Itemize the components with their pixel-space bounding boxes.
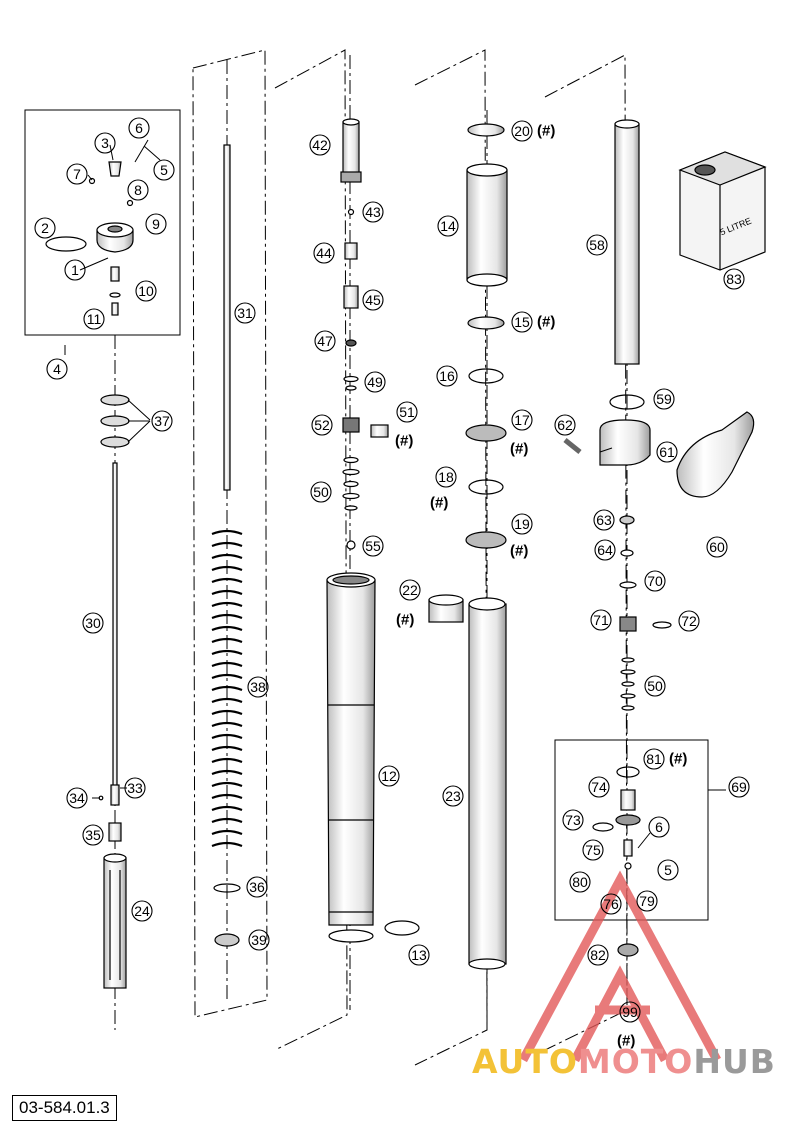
callout-11: 11 bbox=[87, 311, 102, 327]
parts bbox=[45, 118, 767, 989]
callout-80: 80 bbox=[572, 874, 588, 890]
callout-23: 23 bbox=[445, 788, 461, 804]
callout-52: 52 bbox=[314, 417, 330, 433]
callout-18: 18 bbox=[438, 469, 454, 485]
callout-33: 33 bbox=[127, 780, 143, 796]
callout-17: 17 bbox=[514, 412, 530, 428]
callout-16: 16 bbox=[439, 368, 455, 384]
hash-mark-51: (#) bbox=[395, 433, 413, 450]
callout-49: 49 bbox=[367, 374, 383, 390]
callout-8: 8 bbox=[134, 182, 142, 198]
callout-70: 70 bbox=[647, 573, 663, 589]
callout-75: 75 bbox=[585, 842, 601, 858]
callout-labels: 1 2 3 4 5 6 7 8 9 10 11 12 13 14 15 16 1… bbox=[41, 120, 747, 1020]
callout-64: 64 bbox=[597, 542, 613, 558]
callout-81: 81 bbox=[646, 751, 662, 767]
callout-51: 51 bbox=[399, 404, 415, 420]
watermark-part-1: AUTO bbox=[472, 1042, 578, 1081]
callout-35: 35 bbox=[85, 827, 101, 843]
callout-74: 74 bbox=[591, 779, 607, 795]
callout-50a: 50 bbox=[313, 484, 329, 500]
hash-mark-81: (#) bbox=[669, 751, 687, 768]
callout-44: 44 bbox=[316, 245, 332, 261]
callout-69: 69 bbox=[731, 779, 747, 795]
callout-59: 59 bbox=[656, 391, 672, 407]
callout-12: 12 bbox=[381, 768, 397, 784]
callout-22: 22 bbox=[402, 582, 418, 598]
hash-mark-19: (#) bbox=[510, 543, 528, 560]
hash-mark-20: (#) bbox=[537, 123, 555, 140]
callout-6: 6 bbox=[135, 120, 143, 136]
callout-79: 79 bbox=[639, 893, 655, 909]
callout-45: 45 bbox=[365, 292, 381, 308]
callout-7: 7 bbox=[73, 166, 81, 182]
callout-83: 83 bbox=[726, 271, 742, 287]
callout-24: 24 bbox=[134, 903, 150, 919]
callout-47: 47 bbox=[317, 333, 333, 349]
callout-63: 63 bbox=[596, 512, 612, 528]
callout-39: 39 bbox=[251, 932, 267, 948]
callout-58: 58 bbox=[589, 237, 605, 253]
callout-20: 20 bbox=[514, 123, 530, 139]
callout-71: 71 bbox=[593, 612, 609, 628]
hash-mark-15: (#) bbox=[537, 314, 555, 331]
callout-99: 99 bbox=[622, 1004, 638, 1020]
callout-82: 82 bbox=[590, 947, 606, 963]
callout-36: 36 bbox=[249, 879, 265, 895]
callout-38: 38 bbox=[250, 679, 266, 695]
callout-37: 37 bbox=[154, 413, 170, 429]
callout-76: 76 bbox=[603, 896, 619, 912]
callout-9: 9 bbox=[152, 216, 160, 232]
watermark-part-3: HUB bbox=[693, 1042, 776, 1081]
callout-50b: 50 bbox=[647, 678, 663, 694]
callout-1: 1 bbox=[71, 262, 79, 278]
callout-15: 15 bbox=[514, 314, 530, 330]
callout-31: 31 bbox=[237, 305, 253, 321]
callout-30: 30 bbox=[85, 615, 101, 631]
callout-3: 3 bbox=[101, 135, 109, 151]
callout-6b: 6 bbox=[655, 819, 663, 835]
callout-5: 5 bbox=[160, 162, 168, 178]
callout-2: 2 bbox=[41, 220, 49, 236]
hash-mark-17: (#) bbox=[510, 441, 528, 458]
watermark-logo bbox=[519, 870, 721, 1063]
watermark-text: AUTOMOTOHUB bbox=[472, 1042, 776, 1081]
callout-43: 43 bbox=[365, 204, 381, 220]
callout-circles bbox=[34, 117, 750, 1023]
callout-5b: 5 bbox=[664, 862, 672, 878]
callout-14: 14 bbox=[440, 218, 456, 234]
callout-61: 61 bbox=[659, 444, 675, 460]
diagram-code: 03-584.01.3 bbox=[12, 1095, 117, 1121]
hash-mark-22: (#) bbox=[396, 612, 414, 629]
callout-62: 62 bbox=[557, 417, 573, 433]
group-box-69 bbox=[554, 739, 709, 921]
callout-72: 72 bbox=[681, 613, 697, 629]
callout-19: 19 bbox=[514, 516, 530, 532]
callout-73: 73 bbox=[565, 812, 581, 828]
watermark-part-2: MOTO bbox=[577, 1042, 694, 1081]
group-box-4 bbox=[24, 109, 181, 336]
callout-55: 55 bbox=[365, 538, 381, 554]
callout-42: 42 bbox=[312, 137, 328, 153]
callout-60: 60 bbox=[709, 539, 725, 555]
hash-marks: (#) (#) (#) (#) (#) (#) (#) (#) (#) bbox=[395, 123, 687, 1050]
callout-13: 13 bbox=[411, 947, 427, 963]
hash-mark-99: (#) bbox=[617, 1033, 635, 1050]
hash-mark-18: (#) bbox=[430, 495, 448, 512]
callout-4: 4 bbox=[53, 361, 61, 377]
callout-10: 10 bbox=[138, 283, 154, 299]
callout-34: 34 bbox=[69, 790, 85, 806]
